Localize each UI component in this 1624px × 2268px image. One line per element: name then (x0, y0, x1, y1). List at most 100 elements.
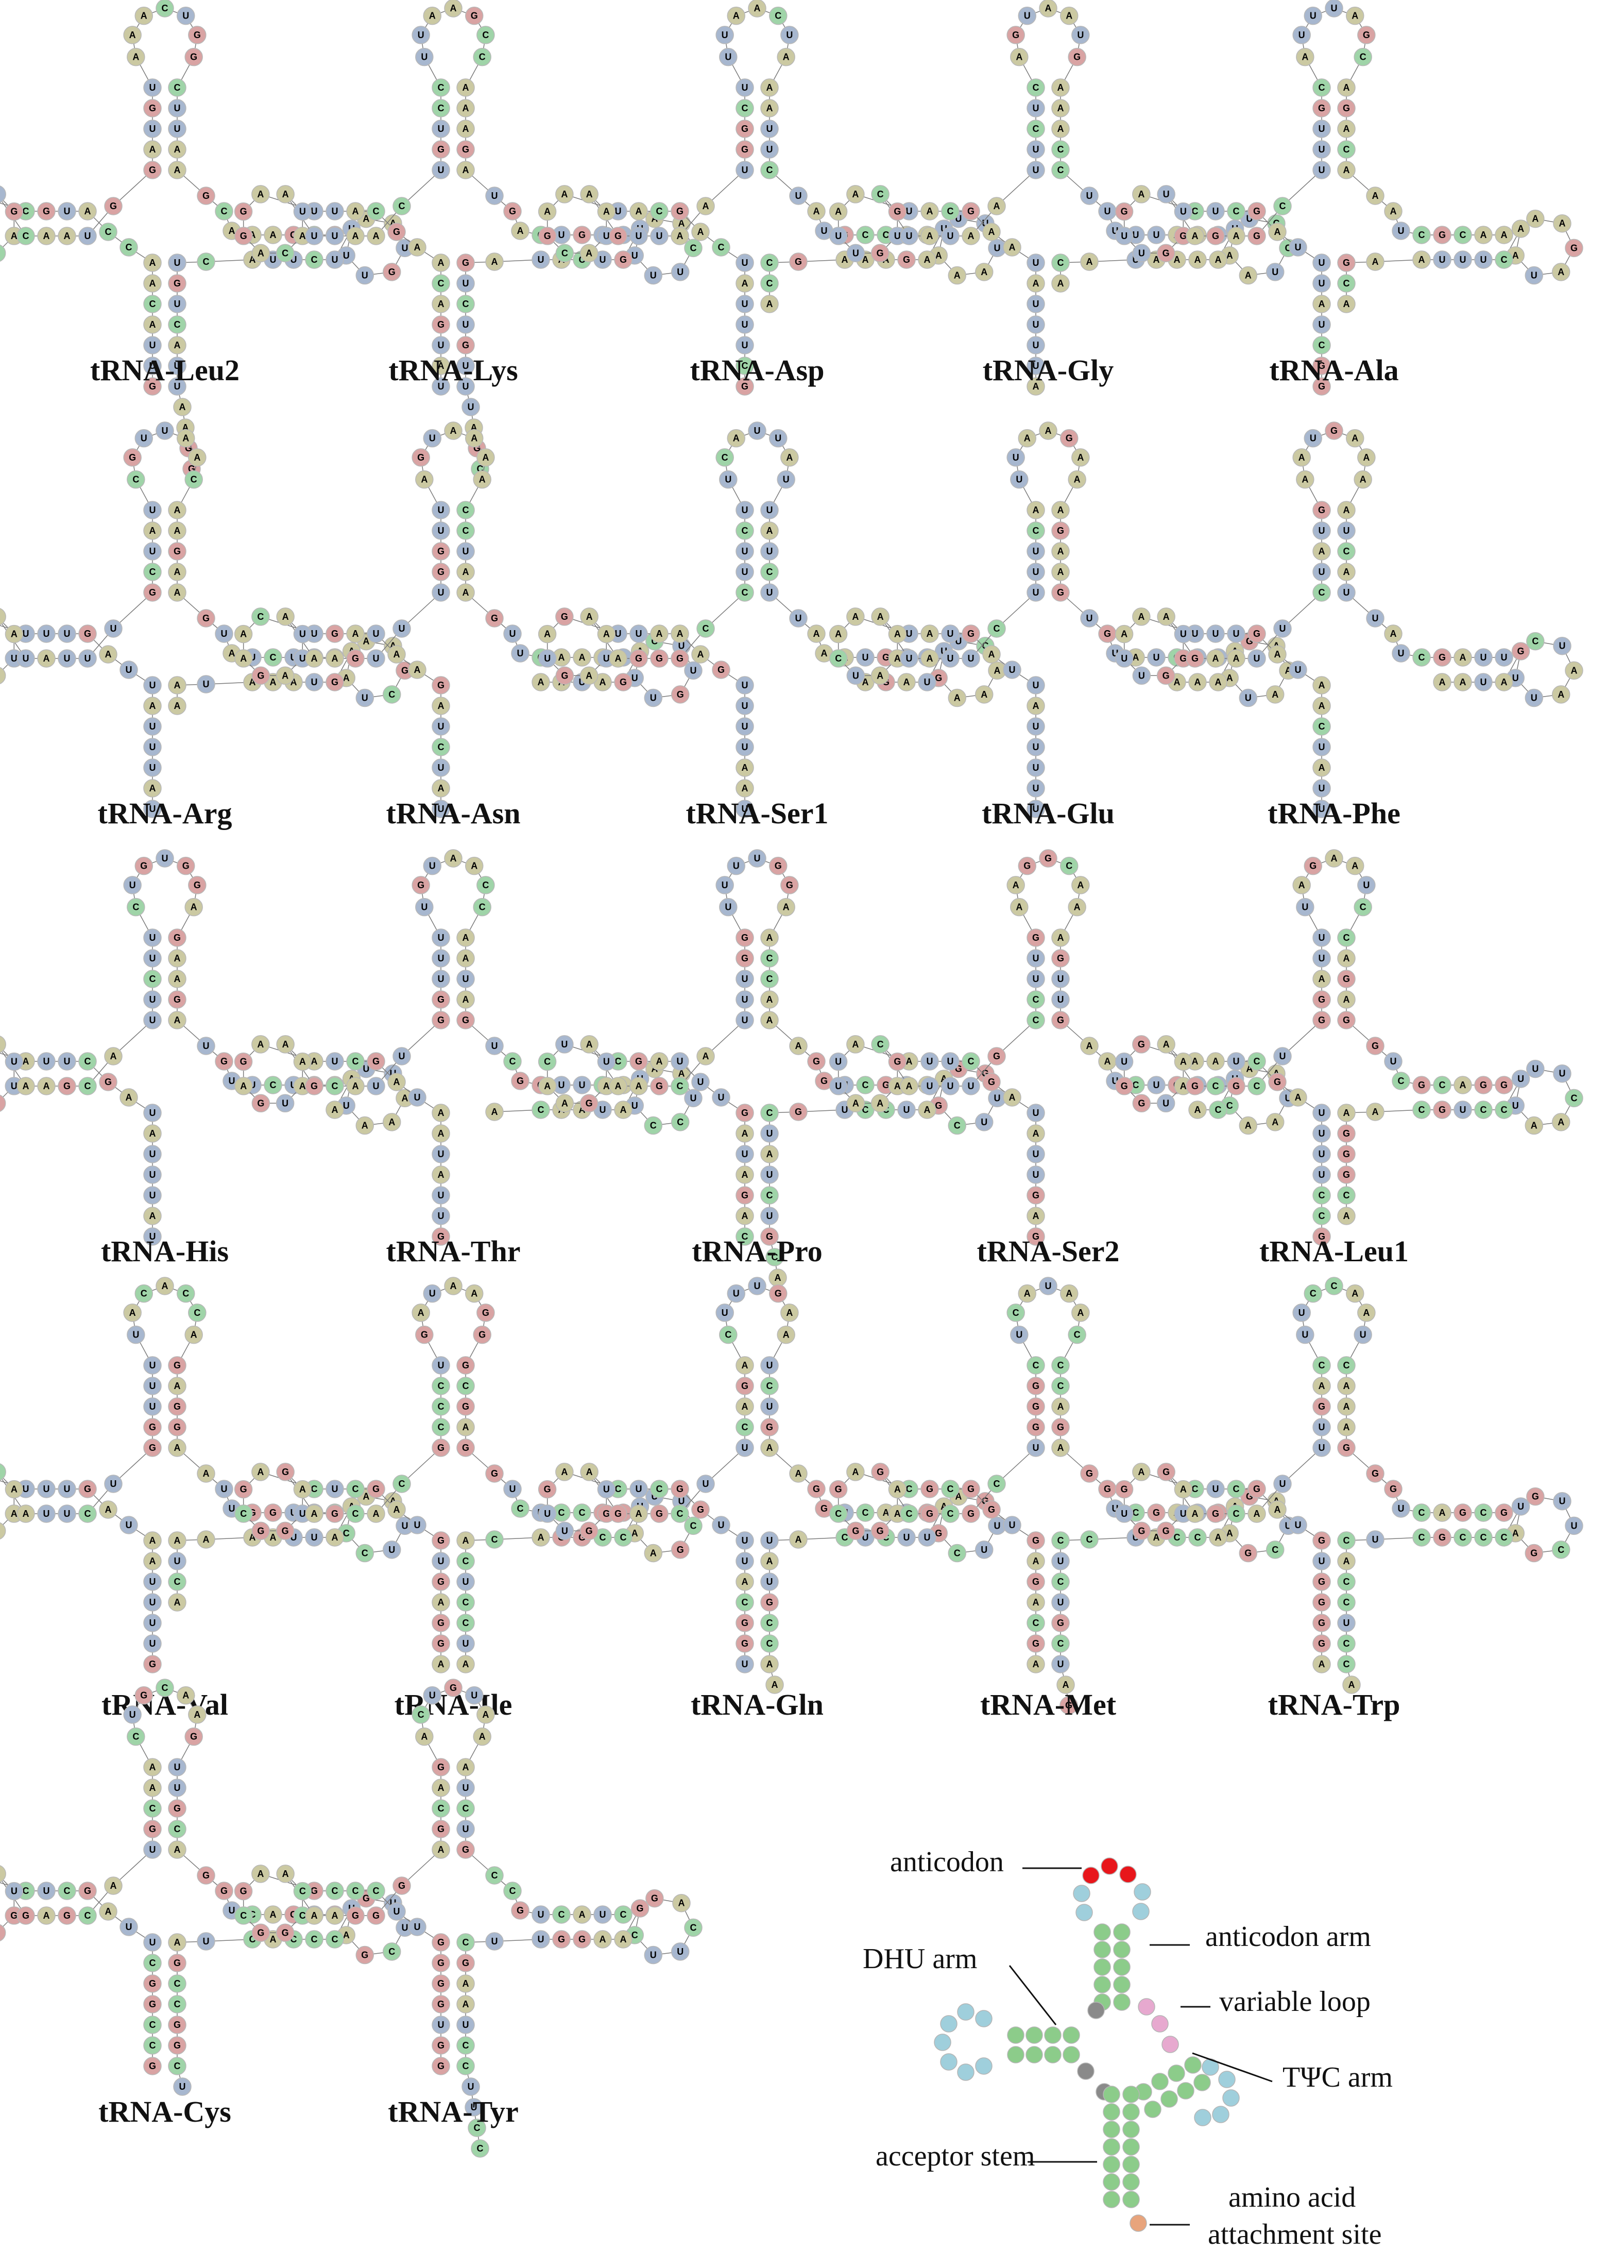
nucleotide-base-letter: G (149, 103, 156, 113)
nucleotide-circle (215, 202, 233, 221)
nucleotide-base-letter: U (174, 299, 181, 309)
nucleotide-base-letter: U (149, 82, 156, 93)
nucleotide: C (168, 315, 186, 334)
nucleotide-base-letter: G (110, 201, 117, 211)
nucleotide-circle (168, 161, 186, 179)
nucleotide: U (355, 266, 374, 285)
nucleotide-base-letter: A (282, 189, 289, 199)
nucleotide-base-letter: U (362, 270, 368, 281)
nucleotide: A (143, 274, 162, 293)
nucleotide-base-letter: G (10, 207, 18, 217)
nucleotide-base-letter: U (149, 124, 156, 134)
nucleotide-circle (293, 202, 312, 221)
nucleotide: G (234, 227, 253, 245)
nucleotide: G (188, 26, 207, 44)
nucleotide-circle (143, 377, 162, 396)
nucleotide-base-letter: U (149, 361, 156, 371)
nucleotide-circle (432, 161, 450, 179)
nucleotide-circle (326, 202, 344, 221)
nucleotide: U (168, 253, 186, 272)
nucleotide-circle (0, 244, 6, 262)
nucleotide-circle (0, 185, 6, 203)
nucleotide-base-letter: G (393, 227, 400, 237)
nucleotide: A (143, 253, 162, 272)
nucleotide-base-letter: U (174, 258, 181, 268)
nucleotide-circle (156, 0, 174, 18)
nucleotide-base-letter: A (363, 214, 369, 224)
nucleotide-base-letter: U (270, 255, 277, 265)
trna-caption: tRNA-Leu2 (90, 353, 240, 387)
nucleotide-circle (326, 250, 344, 269)
nucleotide-base-letter: U (438, 124, 445, 134)
nucleotide: U (293, 202, 312, 221)
nucleotide-base-letter: C (174, 319, 181, 330)
nucleotide-base-letter: A (438, 299, 445, 309)
nucleotide: A (37, 227, 56, 245)
nucleotide: U (415, 47, 434, 66)
nucleotide: A (264, 226, 282, 244)
nucleotide: U (58, 202, 76, 221)
nucleotide: C (16, 227, 35, 245)
nucleotide: U (432, 161, 450, 179)
nucleotide-circle (432, 336, 450, 354)
nucleotide-base-letter: G (149, 165, 156, 175)
nucleotide-circle (58, 202, 76, 221)
nucleotide: C (432, 78, 450, 97)
nucleotide: A (432, 357, 450, 375)
nucleotide: G (234, 202, 253, 221)
nucleotide-circle (168, 377, 186, 396)
nucleotide-circle (5, 202, 24, 221)
nucleotide-circle (134, 6, 153, 25)
nucleotide-circle (143, 274, 162, 293)
nucleotide: A (251, 244, 270, 263)
nucleotide: U (326, 227, 344, 245)
nucleotide: A (127, 47, 145, 66)
nucleotide-base-letter: A (64, 231, 71, 241)
nucleotide-circle (432, 120, 450, 138)
nucleotide-circle (432, 253, 450, 272)
nucleotide-base-letter: C (149, 299, 156, 309)
nucleotide-circle (168, 99, 186, 117)
nucleotide-circle (264, 226, 282, 244)
nucleotide: C (367, 202, 385, 221)
nucleotide: U (168, 99, 186, 117)
nucleotide-circle (432, 315, 450, 334)
nucleotide-base-letter: G (43, 206, 50, 216)
nucleotide-circle (432, 140, 450, 159)
nucleotide-base-letter: G (240, 231, 247, 241)
nucleotide-circle (143, 253, 162, 272)
nucleotide-circle (367, 227, 385, 245)
nucleotide-circle (168, 274, 186, 293)
nucleotide: G (382, 263, 401, 281)
nucleotide-base-letter: C (203, 257, 210, 267)
nucleotide: U (143, 357, 162, 375)
nucleotide-circle (78, 202, 97, 221)
nucleotide-circle (432, 377, 450, 396)
nucleotide: U (177, 6, 195, 25)
nucleotide-base-letter: A (129, 30, 136, 40)
nucleotide: C (276, 244, 295, 263)
nucleotide-circle (415, 47, 434, 66)
nucleotide: A (168, 161, 186, 179)
nucleotide-base-letter: G (149, 381, 156, 392)
nucleotide-circle (168, 78, 186, 97)
nucleotide-circle (143, 295, 162, 313)
nucleotide-base-letter: A (149, 319, 156, 330)
nucleotide-base-letter: A (11, 231, 18, 241)
nucleotide-base-letter: U (311, 206, 318, 216)
nucleotide-circle (143, 78, 162, 97)
nucleotide: U (168, 120, 186, 138)
nucleotide-base-letter: U (0, 189, 1, 199)
nucleotide: G (143, 377, 162, 396)
nucleotide: C (305, 250, 323, 269)
nucleotide-base-letter: A (149, 258, 156, 268)
nucleotide-circle (168, 295, 186, 313)
nucleotide-base-letter: A (149, 278, 156, 289)
nucleotide-base-letter: A (270, 230, 277, 240)
nucleotide: A (58, 227, 76, 245)
nucleotide: G (197, 187, 215, 205)
nucleotide-base-letter: U (332, 255, 338, 265)
nucleotide-base-letter: A (132, 52, 139, 62)
nucleotide-circle (143, 357, 162, 375)
nucleotide-base-letter: C (438, 103, 445, 113)
